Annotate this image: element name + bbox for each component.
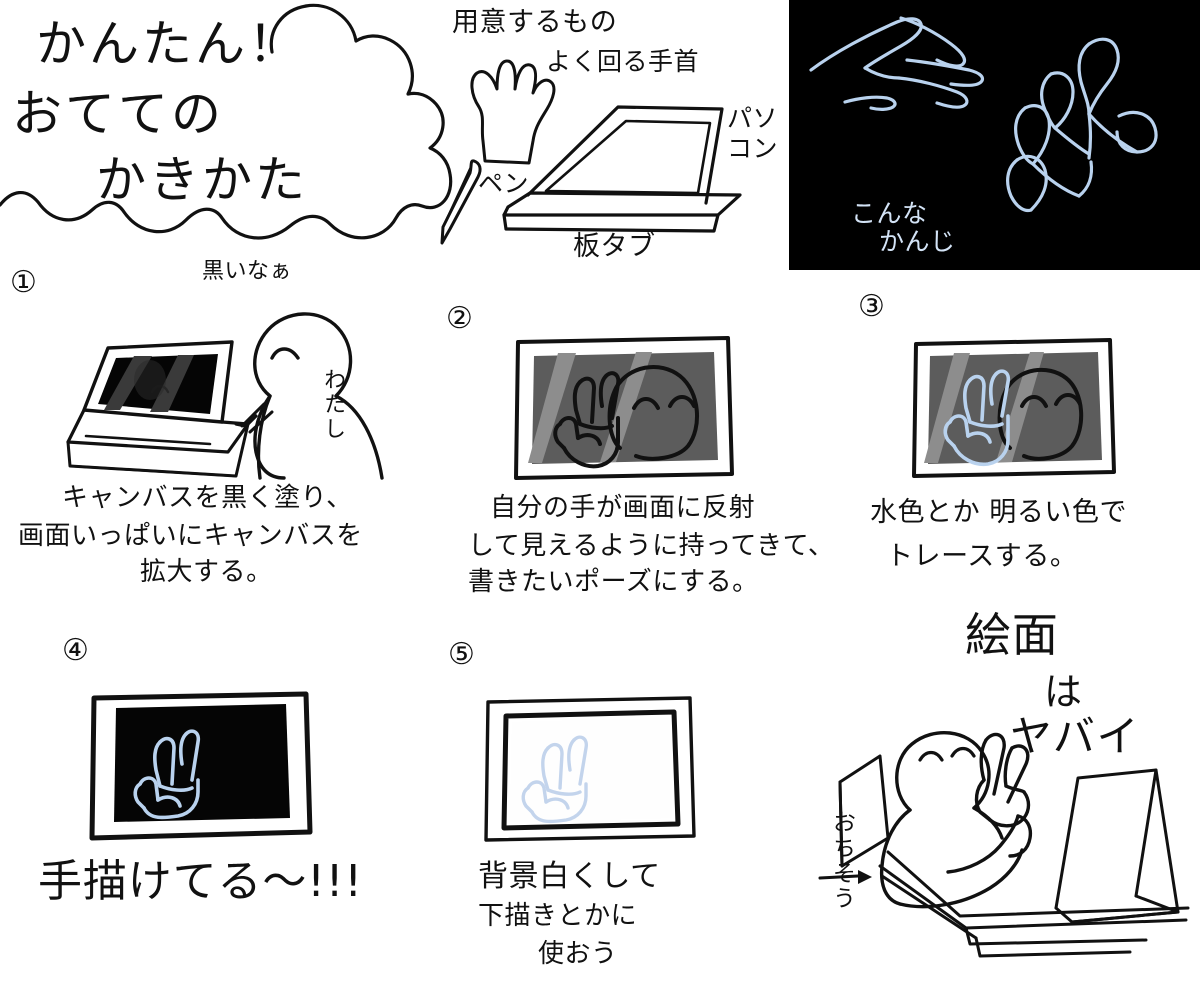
dark-demo-caption-line2: かんじ: [879, 227, 956, 256]
title-speech-bubble: [0, 0, 470, 250]
step-3-number: ③: [858, 289, 886, 324]
finale-scene: [818, 660, 1190, 960]
step-2-number: ②: [446, 301, 474, 336]
step-5-caption-line3: 使おう: [538, 939, 618, 969]
wrist-hand-icon: [455, 45, 570, 170]
title-line-3: かきかた: [96, 151, 308, 209]
title-line-1: かんたん！: [36, 15, 301, 73]
step-1-scene: [60, 300, 400, 480]
step-1-number: ①: [10, 265, 38, 300]
pc-label-line1: パソ: [727, 104, 779, 133]
step-3-caption-line1: 水色とか 明るい色で: [870, 497, 1127, 528]
step-1-thought-text: 黒いなぁ: [202, 259, 292, 284]
step-1-caption-line3: 拡大する。: [140, 557, 273, 587]
supplies-pc-label: パソコン: [727, 104, 778, 163]
dark-demo-caption-line1: こんな: [851, 199, 928, 228]
supplies-heading: 用意するもの: [452, 7, 618, 38]
step-5-screen: [482, 692, 704, 844]
step-2-screen: [512, 332, 736, 482]
step-4-caption-line1: 手描けてる〜!!!: [38, 856, 363, 907]
step-5-number: ⑤: [448, 637, 476, 672]
supplies-pen-label: ペン: [478, 169, 530, 198]
step-1-self-label: わたし: [320, 368, 346, 442]
step-2-caption-line3: 書きたいポーズにする。: [468, 567, 759, 597]
finale-falling-label: おちそう: [828, 810, 855, 912]
pen-icon: [434, 155, 494, 250]
finale-headline-yabai: ヤバイ: [1010, 712, 1141, 761]
finale-headline-ha: は: [1044, 670, 1083, 714]
step-1-caption-line2: 画面いっぱいにキャンバスを: [18, 521, 363, 551]
supplies-wrist-label: よく回る手首: [546, 47, 700, 76]
step-2-caption-line2: して見えるように持ってきて、: [468, 531, 835, 561]
title-line-2: おてての: [12, 85, 224, 143]
step-2-caption-line1: 自分の手が画面に反射: [490, 493, 756, 523]
laptop-tablet-illustration: [500, 95, 760, 235]
step-4-number: ④: [62, 633, 90, 668]
step-1-caption-line1: キャンバスを黒く塗り、: [62, 483, 353, 513]
finale-headline-kanji: 絵面: [965, 608, 1059, 662]
step-4-screen: [88, 690, 316, 842]
step-3-caption-line2: トレースする。: [886, 541, 1078, 572]
supplies-tablet-label: 板タブ: [573, 231, 656, 262]
step-1-thought: 黒いなぁ: [202, 258, 292, 286]
step-3-screen: [912, 336, 1118, 482]
step-5-caption-line1: 背景白くして: [478, 859, 661, 894]
pc-label-line2: コン: [727, 133, 779, 163]
dark-canvas-demo: こんな かんじ: [789, 0, 1200, 270]
step-5-caption-line2: 下描きとかに: [478, 901, 638, 931]
